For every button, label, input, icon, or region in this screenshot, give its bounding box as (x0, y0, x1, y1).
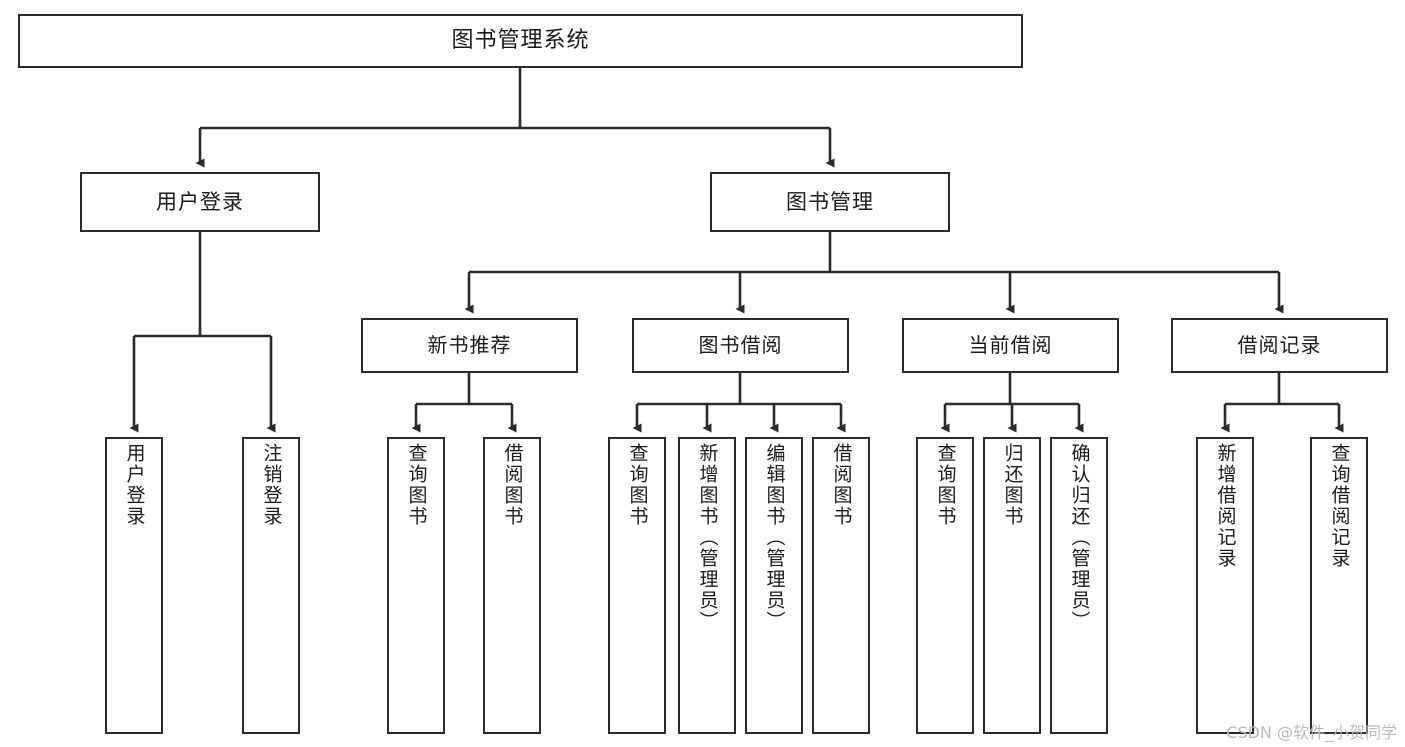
node-leaf-borrow-book-1-label: 借阅图书 (501, 443, 524, 527)
node-leaf-query-record[interactable]: 查询借阅记录 (1310, 437, 1368, 734)
node-leaf-confirm-return-label: 确认归还（管理员） (1068, 443, 1091, 632)
node-book-borrow-label: 图书借阅 (698, 333, 783, 357)
node-borrow-record[interactable]: 借阅记录 (1171, 318, 1388, 373)
node-user-login[interactable]: 用户登录 (80, 172, 320, 232)
node-leaf-query-book-2-label: 查询图书 (626, 443, 649, 527)
node-current-borrow[interactable]: 当前借阅 (902, 318, 1119, 373)
node-leaf-borrow-book-2-label: 借阅图书 (830, 443, 853, 527)
node-leaf-query-book-1-label: 查询图书 (405, 443, 428, 527)
node-leaf-query-record-label: 查询借阅记录 (1328, 443, 1351, 569)
node-leaf-query-book-2[interactable]: 查询图书 (608, 437, 666, 734)
node-leaf-edit-book[interactable]: 编辑图书（管理员） (745, 437, 803, 734)
node-leaf-add-book-label: 新增图书（管理员） (696, 443, 719, 632)
node-leaf-user-login-label: 用户登录 (123, 443, 146, 527)
node-leaf-return-book-label: 归还图书 (1001, 443, 1024, 527)
node-leaf-borrow-book-1[interactable]: 借阅图书 (483, 437, 541, 734)
node-leaf-query-book-1[interactable]: 查询图书 (387, 437, 445, 734)
node-leaf-edit-book-label: 编辑图书（管理员） (763, 443, 786, 632)
node-leaf-add-book[interactable]: 新增图书（管理员） (678, 437, 736, 734)
node-leaf-query-book-3-label: 查询图书 (934, 443, 957, 527)
node-book-borrow[interactable]: 图书借阅 (632, 318, 849, 373)
node-root-label: 图书管理系统 (451, 28, 590, 54)
node-leaf-return-book[interactable]: 归还图书 (983, 437, 1041, 734)
node-leaf-user-logout[interactable]: 注销登录 (242, 437, 300, 734)
node-leaf-query-book-3[interactable]: 查询图书 (916, 437, 974, 734)
node-leaf-borrow-book-2[interactable]: 借阅图书 (812, 437, 870, 734)
node-leaf-add-record[interactable]: 新增借阅记录 (1196, 437, 1254, 734)
node-current-borrow-label: 当前借阅 (968, 333, 1053, 357)
node-borrow-record-label: 借阅记录 (1237, 333, 1322, 357)
node-leaf-add-record-label: 新增借阅记录 (1214, 443, 1237, 569)
node-root[interactable]: 图书管理系统 (18, 14, 1023, 68)
node-leaf-user-login[interactable]: 用户登录 (105, 437, 163, 734)
node-new-book-rec[interactable]: 新书推荐 (361, 318, 578, 373)
node-leaf-user-logout-label: 注销登录 (260, 443, 283, 527)
node-book-manage-label: 图书管理 (786, 189, 874, 214)
node-leaf-confirm-return[interactable]: 确认归还（管理员） (1050, 437, 1108, 734)
node-new-book-rec-label: 新书推荐 (427, 333, 512, 357)
watermark-text: CSDN @软件_小贺同学 (1226, 723, 1397, 742)
node-book-manage[interactable]: 图书管理 (710, 172, 950, 232)
node-user-login-label: 用户登录 (156, 189, 244, 214)
